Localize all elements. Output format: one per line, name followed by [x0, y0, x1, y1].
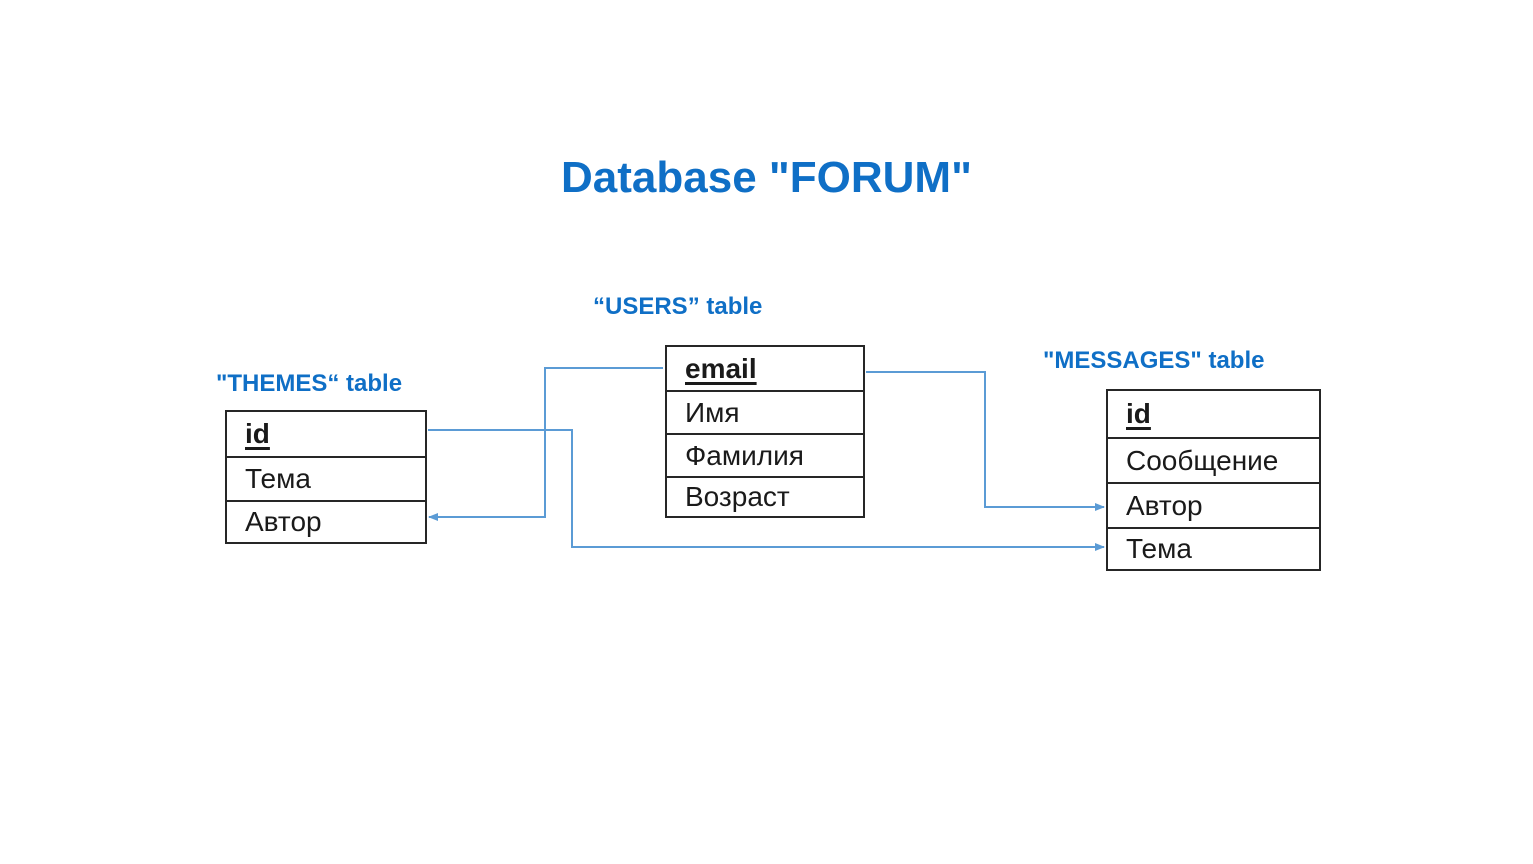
- messages-field-soobshchenie: Сообщение: [1108, 437, 1319, 482]
- link-users-email-to-themes-avtor: [428, 367, 663, 521]
- users-table: email Имя Фамилия Возраст: [665, 345, 865, 518]
- users-table-label: “USERS” table: [593, 293, 763, 320]
- messages-table-label: "MESSAGES" table: [1043, 347, 1265, 374]
- users-field-familiya: Фамилия: [667, 433, 863, 476]
- themes-table-label: "THEMES“ table: [216, 370, 403, 397]
- themes-field-tema: Тема: [227, 456, 425, 500]
- themes-table: id Тема Автор: [225, 410, 427, 544]
- messages-field-tema: Тема: [1108, 527, 1319, 569]
- themes-field-avtor: Автор: [227, 500, 425, 542]
- messages-field-avtor: Автор: [1108, 482, 1319, 527]
- diagram-title: Database "FORUM": [561, 153, 972, 202]
- link-users-email-to-messages-avtor: [866, 371, 1105, 511]
- users-field-email: email: [685, 352, 757, 384]
- users-field-vozrast: Возраст: [667, 476, 863, 516]
- messages-table: id Сообщение Автор Тема: [1106, 389, 1321, 571]
- users-field-imya: Имя: [667, 390, 863, 433]
- messages-field-id: id: [1126, 398, 1151, 429]
- themes-field-id: id: [245, 418, 270, 449]
